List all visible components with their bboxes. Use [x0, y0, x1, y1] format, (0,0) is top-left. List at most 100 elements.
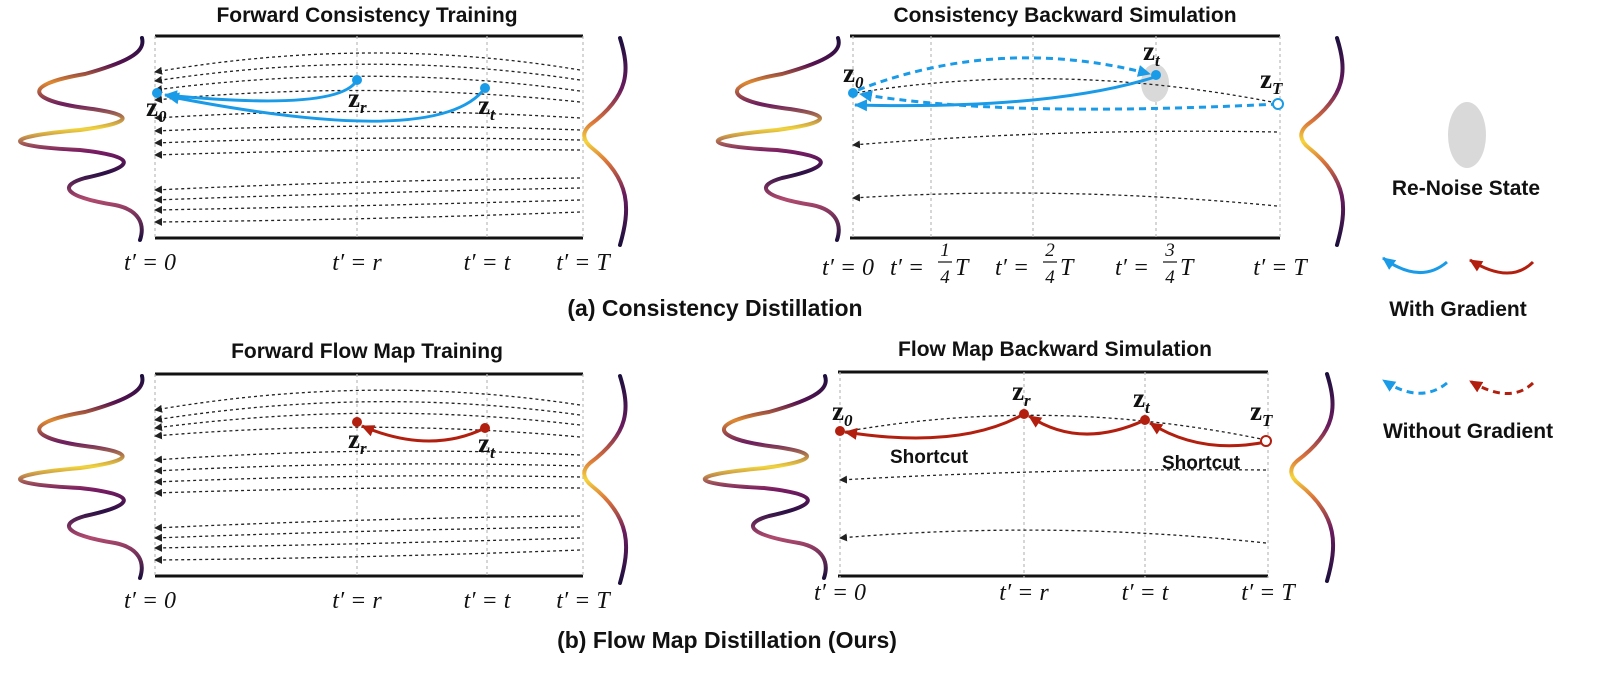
data-density-curve: [18, 374, 145, 580]
trajectory: [154, 52, 581, 75]
svg-text:3: 3: [1164, 240, 1175, 261]
panel-title: Flow Map Backward Simulation: [898, 338, 1212, 361]
panel-forward-consistency-training: Forward Consistency Training z0 zr zt: [124, 4, 611, 276]
label-z0: z0: [146, 92, 167, 126]
trajectory: [154, 412, 581, 432]
tick-label-tT: t′ = T: [556, 588, 611, 614]
noise-density-curve: [582, 374, 629, 585]
label-zr: zr: [1012, 376, 1031, 410]
trajectory: [154, 177, 581, 194]
trajectory: [154, 137, 581, 147]
trajectory: [154, 63, 581, 84]
tick-label-tr: t′ = r: [332, 250, 382, 276]
nograd-arrow-zT-to-z0: [859, 90, 1279, 111]
tick-label-tt: t′ = t: [464, 588, 512, 614]
shortcut-label: Shortcut: [890, 447, 969, 468]
tick-label-quarter-1: t′ = 1 4 T: [890, 240, 970, 288]
trajectory: [839, 529, 1267, 544]
noise-density-curve: [1289, 372, 1336, 583]
tick-label-quarter-3: t′ = 3 4 T: [1115, 240, 1195, 288]
tick-label-tr: t′ = r: [332, 588, 382, 614]
legend-red-gradient-arrow: [1469, 258, 1535, 275]
trajectory: [154, 389, 581, 413]
trajectory: [154, 89, 581, 104]
tick-label-t0: t′ = 0: [814, 580, 866, 606]
tick-label-tr: t′ = r: [999, 580, 1049, 606]
panel-flow-map-backward-simulation: Flow Map Backward Simulation z0 zr zt zT…: [814, 338, 1296, 606]
point-zT: [1272, 98, 1284, 110]
data-density-curve: [703, 374, 828, 580]
svg-text:T: T: [1180, 255, 1195, 281]
trajectory: [154, 110, 581, 122]
nograd-arrow-z0-to-zt: [857, 56, 1151, 92]
gradient-arrow-zt-to-z0: [854, 75, 1156, 112]
legend: Re-Noise State With Gradient Without Gra…: [1382, 102, 1553, 443]
label-z0: z0: [832, 396, 853, 430]
trajectory-group: [154, 389, 581, 564]
tick-label-t0: t′ = 0: [124, 588, 176, 614]
label-zt: zt: [1143, 36, 1161, 70]
trajectory: [154, 187, 581, 204]
label-zt: zt: [1133, 383, 1151, 417]
shortcut-arrow-zr-to-z0: [844, 412, 1025, 440]
panel-title: Consistency Backward Simulation: [893, 4, 1236, 27]
trajectory: [854, 78, 1278, 104]
tick-label-tT: t′ = T: [1253, 255, 1308, 281]
label-zr: zr: [348, 83, 367, 117]
legend-red-nograd-arrow: [1469, 379, 1535, 395]
shortcut-arrow-zt-to-zr: [1028, 414, 1146, 436]
trajectory: [154, 537, 581, 552]
svg-text:4: 4: [940, 267, 950, 288]
point-zt: [480, 83, 490, 93]
legend-blue-gradient-arrow: [1382, 256, 1448, 275]
panel-title: Forward Consistency Training: [216, 4, 517, 27]
legend-blue-nograd-arrow: [1382, 378, 1448, 395]
panel-forward-flow-map-training: Forward Flow Map Training zr zt t′ = 0 t…: [124, 340, 611, 614]
trajectory: [154, 199, 581, 214]
trajectory: [154, 148, 581, 159]
panel-title: Forward Flow Map Training: [231, 340, 503, 363]
legend-with-gradient-label: With Gradient: [1389, 298, 1526, 321]
trajectory: [154, 515, 581, 532]
tick-label-tt: t′ = t: [1122, 580, 1170, 606]
point-z0: [848, 88, 858, 98]
tick-label-t0: t′ = 0: [822, 255, 874, 281]
trajectory: [154, 450, 581, 464]
trajectory: [154, 211, 581, 226]
point-z0: [835, 426, 845, 436]
noise-density-curve: [1299, 36, 1346, 247]
gradient-arrow-zt-to-zr: [361, 424, 486, 443]
label-zr: zr: [348, 424, 367, 458]
trajectory: [154, 401, 581, 423]
trajectory: [154, 463, 581, 475]
label-zT: zT: [1260, 64, 1283, 98]
trajectory-group: [154, 52, 581, 226]
legend-without-gradient-label: Without Gradient: [1383, 420, 1553, 443]
svg-text:T: T: [955, 255, 970, 281]
caption-b: (b) Flow Map Distillation (Ours): [557, 627, 897, 653]
point-z0: [152, 88, 162, 98]
panel-consistency-backward-simulation: Consistency Backward Simulation z0 zt zT…: [822, 4, 1308, 288]
legend-renoise-swatch: [1448, 102, 1486, 168]
label-zt: zt: [478, 90, 496, 124]
shortcut-label: Shortcut: [1162, 453, 1241, 474]
gradient-arrow-zt-to-z0: [166, 87, 487, 123]
trajectory: [154, 486, 581, 497]
svg-text:t′ =: t′ =: [1115, 255, 1149, 281]
trajectory: [852, 130, 1278, 149]
tick-label-tT: t′ = T: [1241, 580, 1296, 606]
point-zt: [1140, 415, 1150, 425]
noise-density-curve: [582, 36, 629, 247]
svg-text:T: T: [1060, 255, 1075, 281]
point-zr: [1019, 409, 1029, 419]
svg-text:4: 4: [1045, 267, 1055, 288]
trajectory: [842, 414, 1267, 441]
trajectory: [154, 125, 581, 135]
trajectory: [154, 526, 581, 542]
svg-text:t′ =: t′ =: [890, 255, 924, 281]
tick-label-t0: t′ = 0: [124, 250, 176, 276]
label-z0: z0: [843, 58, 864, 92]
caption-a: (a) Consistency Distillation: [567, 295, 862, 321]
data-density-curve: [716, 36, 841, 242]
